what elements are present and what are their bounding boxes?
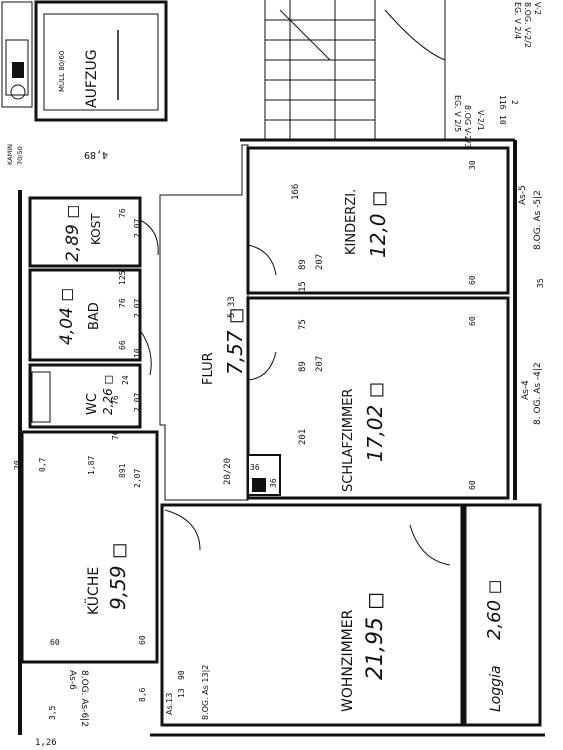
flur-area: 7,57 ◻ (223, 308, 247, 376)
staircase (264, 0, 446, 140)
ref-label-5: 8.OG V-2/3 (463, 105, 472, 148)
dim-4-89: 4,89 (84, 149, 108, 160)
annotation-as132: 8.OG. As 13|2 (201, 665, 210, 720)
annotation-as13: As.13 (165, 693, 174, 715)
dim-36b: 36 (269, 478, 278, 488)
dim-116: 116 (498, 95, 507, 110)
elevator-label: AUFZUG (84, 49, 100, 108)
dim-20-20: 20/20 (223, 458, 233, 485)
room-bad (28, 268, 142, 362)
flur-name: FLUR (201, 352, 216, 385)
bad-name: BAD (87, 302, 102, 330)
room-loggia (463, 503, 542, 727)
chimney-label: KAMIN (6, 144, 14, 165)
elevator-shaft (1, 0, 168, 122)
dim-5-33: 5,33 (227, 296, 237, 318)
elevator-sublabel: MÜLL 80/60 (57, 51, 66, 92)
kost-area: 2,89 ◻ (63, 205, 83, 262)
dim-60a: 60 (468, 275, 477, 285)
dim-891: 891 (118, 463, 127, 478)
ref-label-6: V-2/1 (476, 110, 485, 131)
dim-2: 2 (510, 100, 519, 105)
dim-207e: 2,07 (133, 393, 142, 412)
dim-1-87: 1,87 (87, 456, 96, 475)
dim-20: 20 (13, 460, 22, 470)
kost-name: KOST (89, 213, 103, 245)
dim-36a: 36 (250, 463, 260, 472)
dim-0-7: 0,7 (38, 457, 47, 472)
annotation-as62: 8.OG. As-6|2 (79, 670, 89, 727)
room-flur (159, 144, 249, 501)
wohnzimmer-area: 21,95 ◻ (363, 592, 388, 680)
dim-89b: 89 (298, 361, 308, 372)
dim-10b: 10 (133, 348, 142, 358)
ref-label-4: EG. V 2/5 (453, 95, 462, 132)
room-wc (28, 363, 142, 429)
dim-166: 166 (291, 184, 301, 200)
loggia-area: 2,60 ◻ (484, 579, 505, 640)
dim-13: 13 (177, 688, 186, 698)
dim-66: 66 (118, 340, 127, 350)
chimney-size: 70/50 (16, 146, 24, 165)
annotation-as4: As-4 (521, 380, 531, 400)
dim-60c: 60 (468, 480, 477, 490)
dim-60d: 60 (50, 638, 60, 647)
dim-60e: 60 (138, 635, 147, 645)
ref-label-1: 8.OG. V-2/2 (523, 2, 532, 48)
dim-1-26: 1,26 (35, 738, 57, 748)
dim-76c: 76 (111, 395, 120, 405)
dim-90: 90 (177, 670, 186, 680)
dim-207d: 2,07 (133, 299, 142, 318)
ref-label-3: EG. V 2/4 (513, 2, 522, 39)
dim-207f: 2,07 (133, 469, 142, 488)
room-kost (28, 196, 142, 268)
dim-76b: 76 (118, 298, 127, 308)
wohnzimmer-name: WOHNZIMMER (340, 609, 356, 712)
apartment-outline (18, 138, 545, 737)
schlafzimmer-name: SCHLAFZIMMER (341, 389, 356, 492)
ref-label-2: V-2 (533, 2, 542, 15)
dim-35b: 35 (536, 278, 545, 288)
dim-30: 30 (468, 160, 477, 170)
dim-89a: 89 (298, 259, 308, 270)
dim-10: 10 (498, 115, 507, 125)
dim-207b: 207 (315, 356, 325, 372)
annotation-as52: 8.OG. As -5|2 (533, 190, 543, 250)
dim-15: 15 (298, 281, 308, 292)
dim-76a: 76 (118, 208, 127, 218)
dim-60b: 60 (468, 316, 477, 326)
dim-207a: 207 (315, 254, 325, 270)
dim-8-6: 8,6 (138, 687, 147, 702)
dim-3-5: 3,5 (48, 705, 57, 720)
dim-207c: 2,07 (133, 219, 142, 238)
kinderzimmer-name: KINDERZI. (344, 189, 359, 255)
schlafzimmer-area: 17,02 ◻ (363, 382, 387, 462)
dim-201: 201 (298, 429, 308, 445)
wc-name: WC (85, 393, 100, 415)
kinderzimmer-area: 12,0 ◻ (366, 191, 390, 259)
annotation-as42: 8. OG. As -4|2 (533, 362, 543, 425)
dim-76d: 76 (111, 430, 120, 440)
annotation-as5: As-5 (518, 185, 528, 205)
kueche-area: 9,59 ◻ (106, 543, 130, 611)
loggia-name: Loggia (488, 665, 504, 712)
kueche-name: KÜCHE (84, 567, 102, 615)
dim-24: 24 (121, 375, 130, 385)
bad-area: 4,04 ◻ (57, 288, 77, 345)
dim-75: 75 (298, 319, 308, 330)
wc-area: 2,26 ◻ (101, 375, 115, 416)
annotation-as6: As-6 (67, 670, 77, 690)
dim-125: 125 (118, 270, 127, 285)
